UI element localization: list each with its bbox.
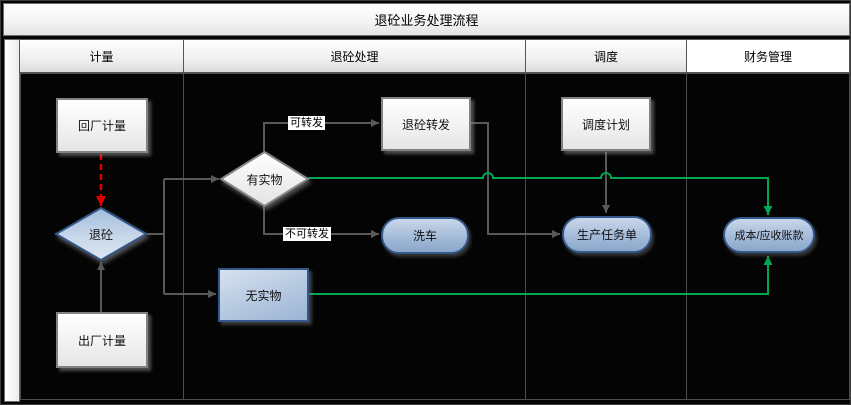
- node-production-task: 生产任务单: [562, 216, 652, 253]
- lane-header-finance: 财务管理: [686, 39, 850, 73]
- lane-divider: [525, 73, 526, 400]
- lane-divider: [183, 73, 184, 400]
- node-has-physical-decision: 有实物: [219, 150, 310, 208]
- node-label: 退砼: [88, 227, 113, 242]
- node-label: 生产任务单: [576, 228, 637, 242]
- node-label: 洗车: [412, 229, 437, 243]
- node-dispatch-plan: 调度计划: [561, 97, 651, 151]
- node-label: 无实物: [245, 288, 282, 303]
- diagram-title: 退砼业务处理流程: [374, 13, 479, 28]
- node-exit-plant-weigh: 出厂计量: [56, 312, 148, 368]
- lane-divider: [686, 73, 687, 400]
- diagram-title-bar: 退砼业务处理流程: [3, 3, 850, 36]
- node-label: 回厂计量: [77, 119, 126, 133]
- node-cost-receivable: 成本/应收账款: [723, 217, 815, 253]
- lane-header-dispatch: 调度: [525, 39, 687, 73]
- lane-label: 调度: [593, 49, 618, 64]
- node-concrete-forward: 退砼转发: [381, 97, 471, 151]
- edge-label-not-forwardable: 不可转发: [283, 227, 331, 241]
- node-return-concrete-decision: 退砼: [54, 207, 148, 261]
- node-wash-truck: 洗车: [381, 217, 469, 254]
- node-label: 出厂计量: [77, 333, 126, 348]
- node-return-plant-weigh: 回厂计量: [56, 98, 148, 153]
- node-label: 有实物: [246, 172, 283, 187]
- edge-label-forwardable: 可转发: [288, 116, 325, 130]
- node-no-physical: 无实物: [218, 268, 309, 322]
- node-label: 成本/应收账款: [734, 230, 804, 242]
- lane-label: 退砼处理: [330, 49, 379, 64]
- pool-left-strip: [4, 39, 20, 402]
- lane-header-return-processing: 退砼处理: [183, 39, 526, 73]
- lane-header-weighing: 计量: [19, 39, 184, 73]
- node-label: 退砼转发: [401, 117, 450, 132]
- lane-label: 计量: [89, 49, 114, 64]
- diamond-shape: [54, 207, 148, 261]
- lane-label: 财务管理: [743, 49, 792, 64]
- node-label: 调度计划: [581, 117, 630, 132]
